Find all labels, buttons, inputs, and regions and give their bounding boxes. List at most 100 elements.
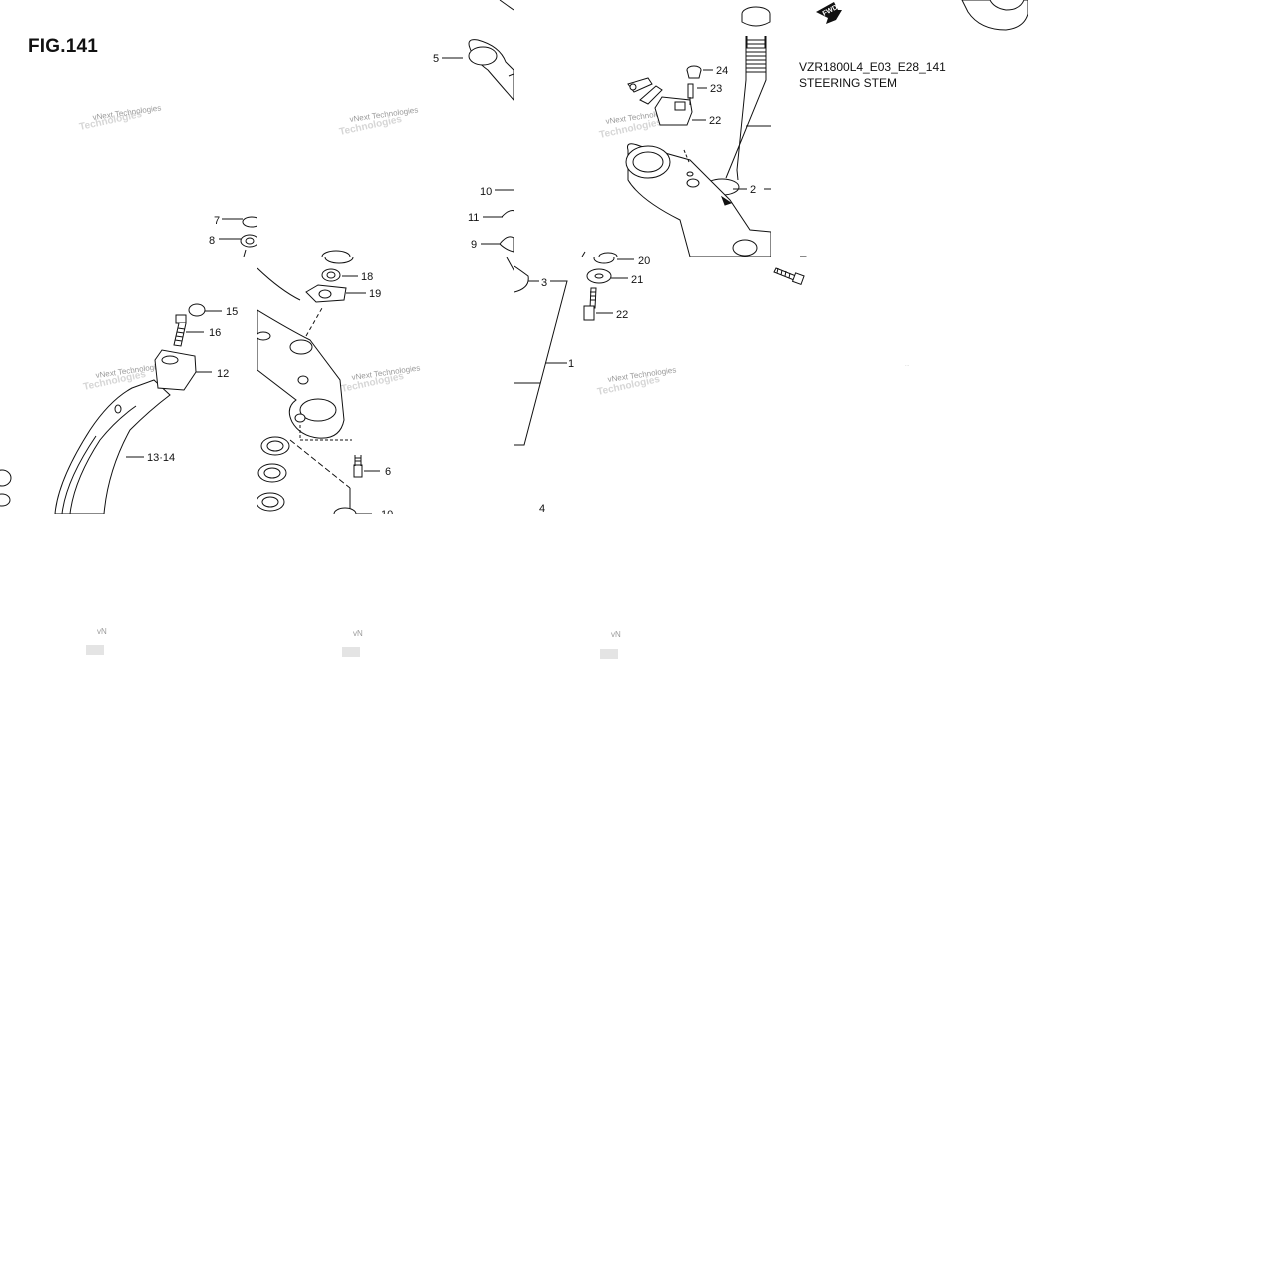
cap-part [321, 250, 351, 257]
bolt-shank [589, 287, 597, 309]
steering-stem-part [725, 36, 767, 181]
watermark-text: vN [97, 627, 107, 636]
callout-9: 9 [471, 239, 477, 251]
bracket-edge [257, 267, 301, 301]
bolt-thread [174, 327, 186, 342]
upper-bracket-bore [989, 0, 1025, 11]
washer-part [593, 257, 615, 264]
bracket-hole [686, 178, 700, 188]
bolt-shank [173, 322, 187, 347]
assembly-line [683, 149, 690, 163]
tile-bottom-left [0, 303, 222, 514]
plate-hole [318, 289, 332, 299]
bracket-hole [297, 375, 309, 385]
callout-labels: 5 7 8 10 11 9 24 23 22 2 18 19 20 21 22 … [147, 53, 756, 521]
pin-part [686, 171, 694, 177]
dust-seal-part [242, 216, 257, 228]
callout-13-14: 13·14 [147, 452, 175, 464]
bracket-bore [299, 398, 337, 422]
callout-3: 3 [541, 277, 547, 289]
tile-bottom-4: ... [773, 267, 909, 368]
bar-end-part [0, 493, 11, 507]
bearing-bore [263, 467, 281, 479]
steering-lock-part [654, 96, 693, 126]
callout-21: 22 [616, 309, 628, 321]
screw-part [687, 83, 694, 99]
watermark-text: vN [611, 630, 621, 639]
seal-part [501, 210, 514, 218]
callout-15: 15 [226, 306, 238, 318]
leader-line [243, 249, 247, 257]
callout-7: 7 [214, 215, 220, 227]
callout-19: 20 [638, 255, 650, 267]
washer-bore [594, 273, 604, 279]
bolt-head [583, 305, 595, 321]
callout-24: 24 [716, 65, 728, 77]
callout-12: 12 [217, 368, 229, 380]
handlebar-edge [69, 405, 137, 514]
bar-end-part [0, 469, 12, 487]
bracket-bore [289, 339, 313, 355]
callout-10: 10 [480, 186, 492, 198]
tile-bottom-3 [514, 257, 634, 446]
bearing-bore [245, 237, 255, 245]
cap-part [188, 303, 206, 317]
callout-22: 22 [709, 115, 721, 127]
tile-bottom-2 [257, 257, 514, 514]
bracket-bore-inner [632, 151, 664, 173]
washer-bore [326, 271, 336, 279]
stem-nut-side [741, 14, 771, 27]
handlebar-holder-part [154, 349, 197, 391]
watermark-fragment [86, 645, 104, 655]
bolt-head [791, 272, 805, 286]
tile-top-4 [800, 0, 1028, 257]
bar-hole [114, 404, 122, 414]
seal-bore [266, 440, 284, 452]
stem-thread-lines [746, 39, 766, 73]
bolt-head [175, 314, 187, 324]
assembly-line [305, 307, 323, 337]
bracket-hole [257, 331, 271, 341]
key-hole [629, 83, 637, 91]
watermark-text: vN [353, 629, 363, 638]
watermark-fragment: ... [905, 362, 909, 368]
callout-16: 16 [209, 327, 221, 339]
callout-6: 6 [385, 466, 391, 478]
bracket-hole [294, 413, 306, 423]
callout-1: 1 [568, 358, 574, 370]
fwd-arrow: FWD [816, 2, 842, 24]
cap-part [333, 507, 357, 514]
cap-part [324, 257, 354, 264]
stem-marker [720, 195, 733, 206]
hatch-line [508, 73, 514, 77]
bearing-bore [261, 496, 279, 508]
leader-line [581, 251, 586, 257]
bracket-hole [732, 239, 758, 257]
seal-part [506, 257, 514, 271]
bolt-thread [776, 267, 791, 279]
tile-top-3 [581, 6, 771, 257]
key-part [639, 85, 663, 105]
callout-20: 21 [631, 274, 643, 286]
bolt-thread [354, 455, 362, 466]
assembly-name: STEERING STEM [799, 76, 898, 90]
callout-8: 8 [209, 235, 215, 247]
handlebar-part [54, 379, 171, 514]
tile-top-2 [321, 0, 514, 257]
watermark-fragment [342, 647, 360, 657]
callout-10-lower: 10 [381, 509, 393, 521]
model-code: VZR1800L4_E03_E28_141 [799, 60, 946, 74]
tile-top-left [219, 216, 257, 257]
callout-5: 5 [433, 53, 439, 65]
edge-line [499, 0, 514, 11]
callout-2: 2 [750, 184, 756, 196]
cap-side [686, 69, 702, 79]
stem-thread [746, 36, 766, 48]
bearing-part [514, 265, 529, 293]
callout-23: 23 [710, 83, 722, 95]
callout-18: 19 [369, 288, 381, 300]
callout-4: 4 [539, 503, 545, 515]
washer-part [598, 252, 618, 257]
